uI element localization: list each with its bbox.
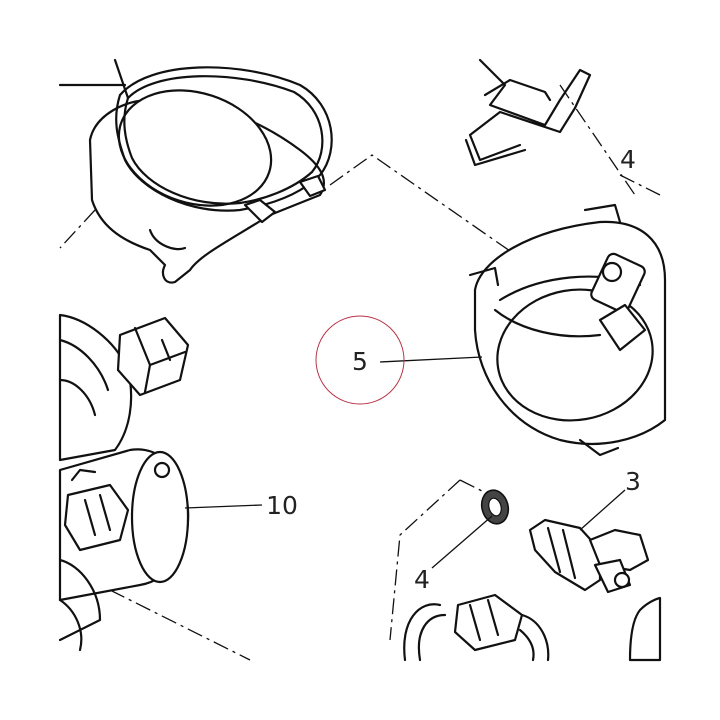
wire-clip [464,58,592,167]
intake-ring-part-5 [468,203,667,457]
callout-4-top: 4 [620,145,636,174]
harness-connector [403,593,662,662]
actuator-part-10 [58,448,190,652]
callout-highlight-circle [315,315,405,405]
callout-4-bottom: 4 [414,565,430,594]
callout-10: 10 [266,491,298,520]
injector-3 [528,518,650,594]
callout-3: 3 [625,467,641,496]
washer-4 [480,489,510,525]
leader-lines [184,356,626,569]
callout-5: 5 [352,347,368,376]
throttle-body-flange [58,58,333,284]
sensor-connector [58,313,190,462]
